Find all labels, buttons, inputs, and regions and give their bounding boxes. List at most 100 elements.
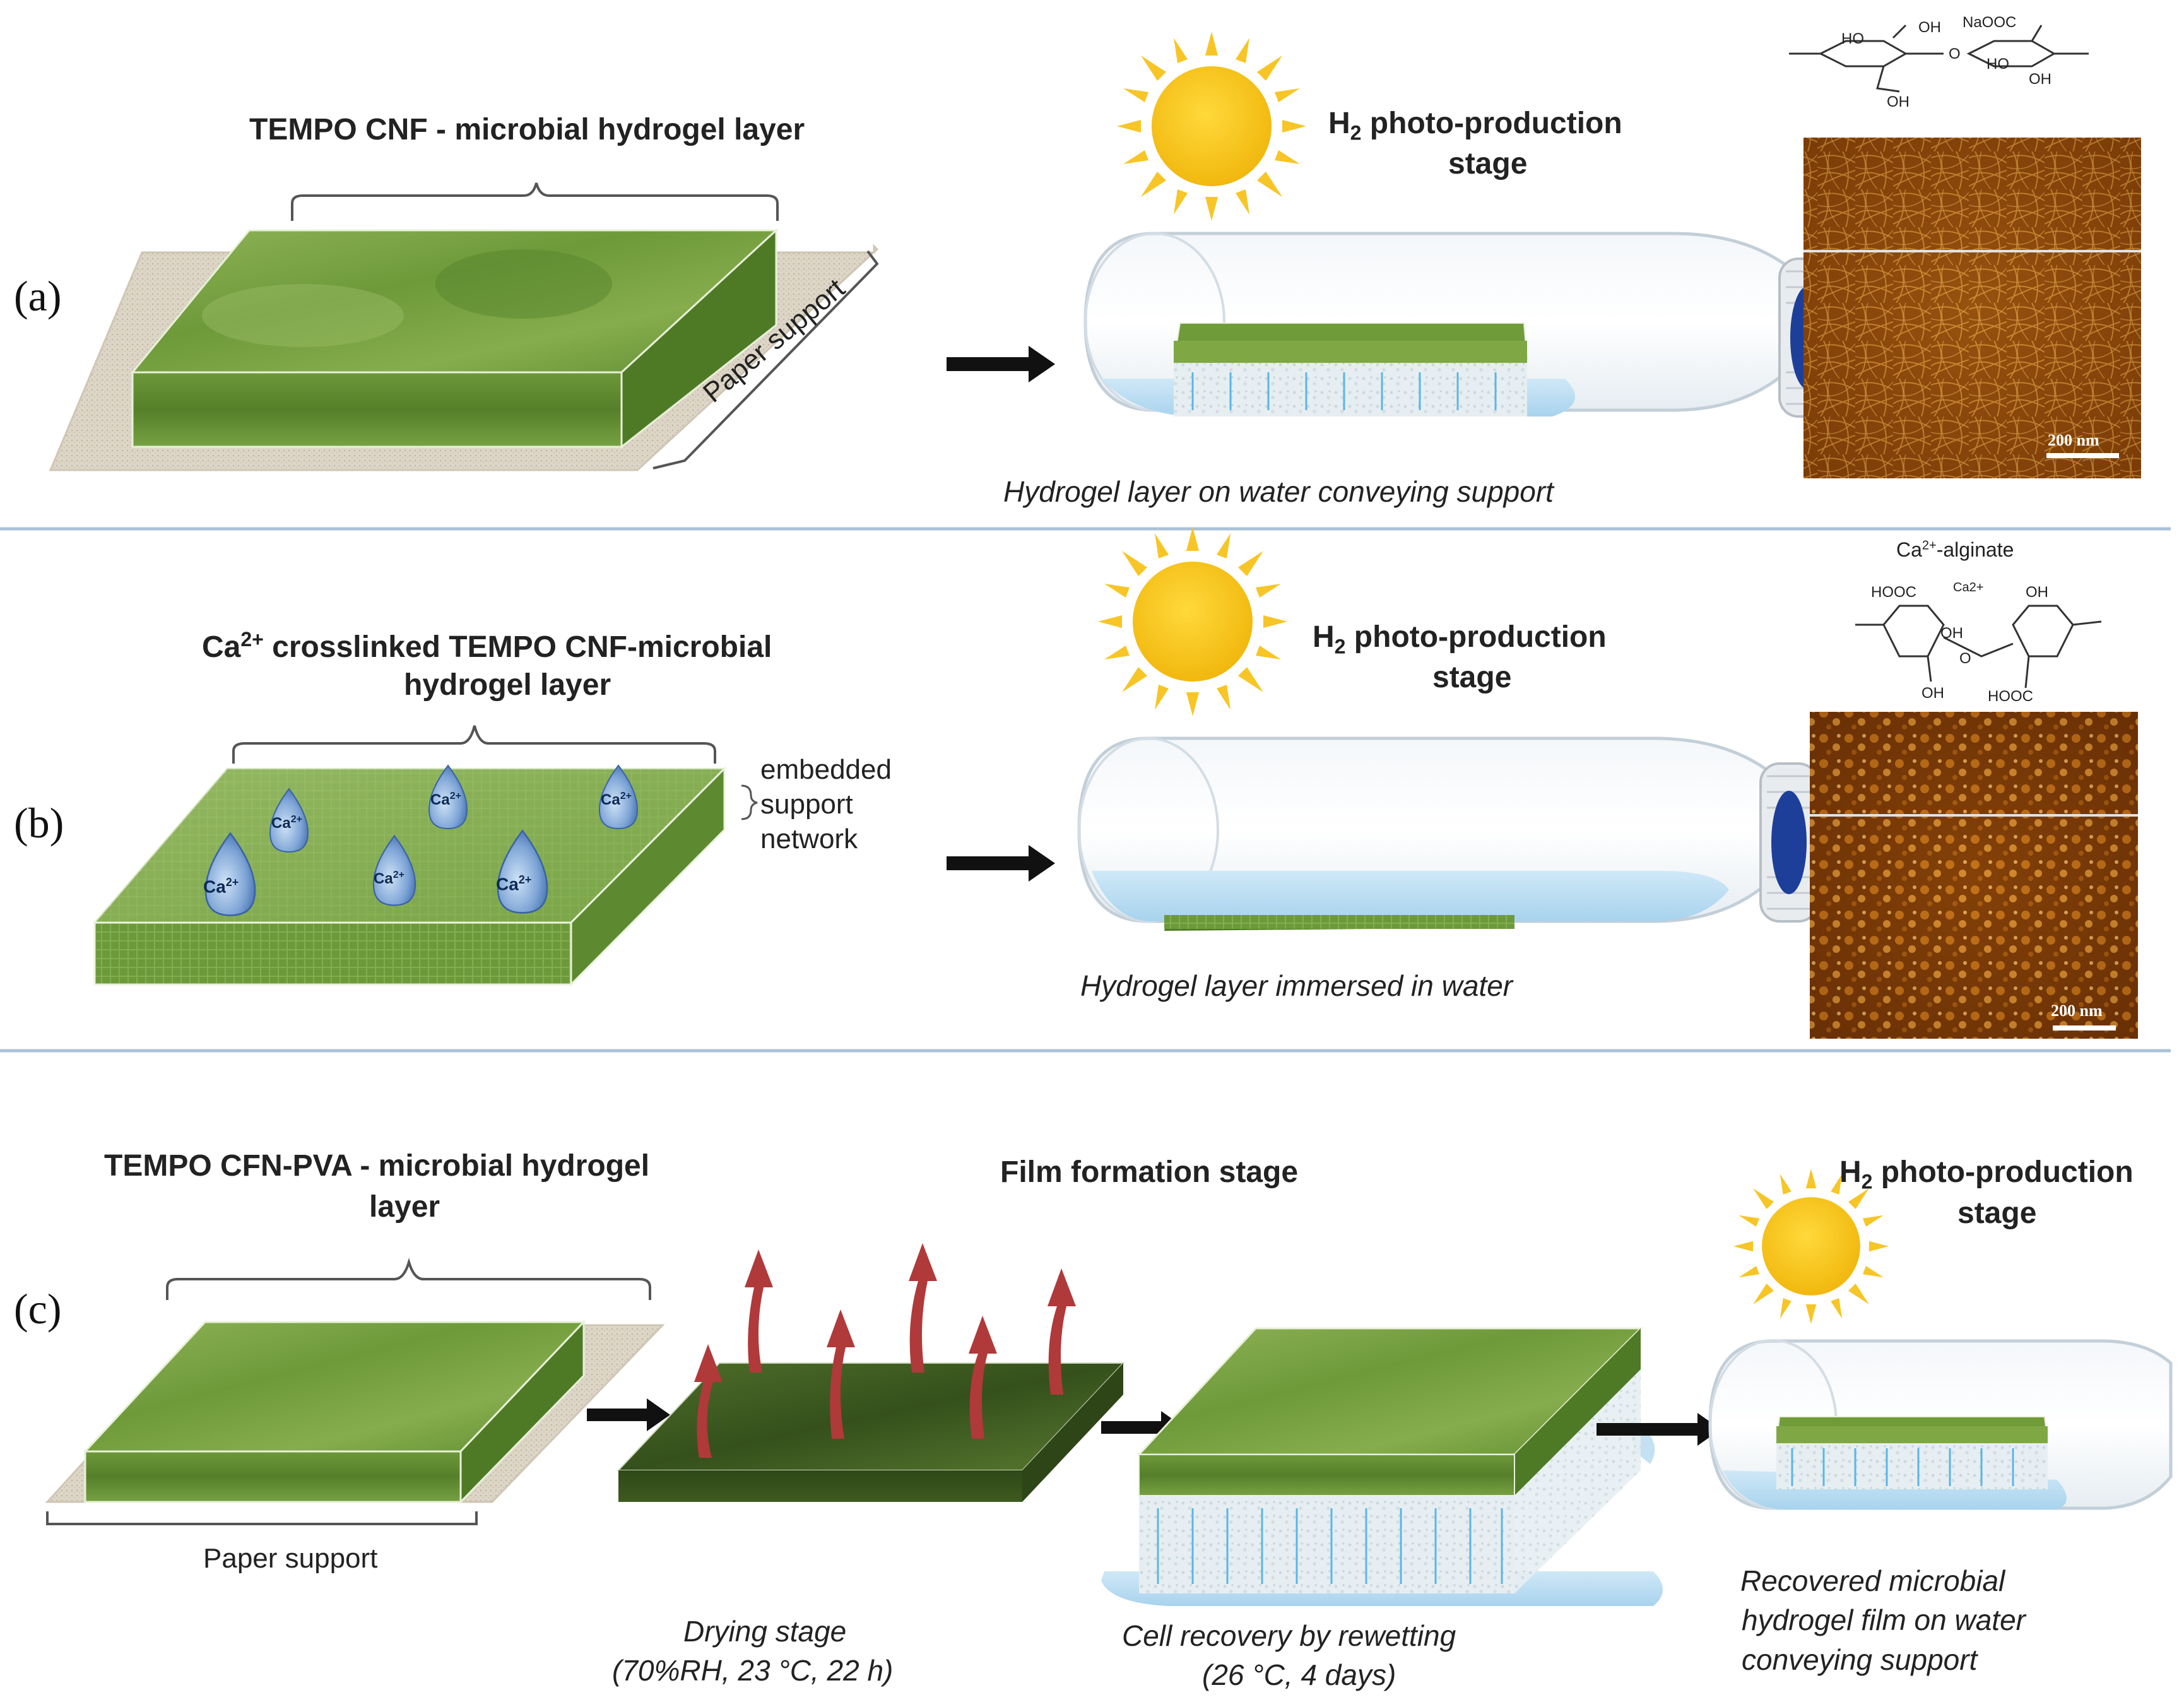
slab-side: [1022, 1363, 1123, 1502]
final-line1: Recovered microbial: [1740, 1564, 2005, 1597]
slab-front: [131, 371, 623, 448]
panel-b-slab: [92, 725, 758, 987]
panel-a-slab: [49, 182, 879, 471]
layer-title-a: TEMPO CNF - microbial hydrogel layer: [249, 113, 805, 146]
drying-line2: (70%RH, 23 °C, 22 h): [612, 1654, 894, 1687]
ion-label: Ca2+: [601, 791, 632, 809]
final-line2: hydrogel film on water: [1742, 1604, 2026, 1636]
cap-insert: [1771, 791, 1807, 894]
ion-sup: 2+: [449, 791, 461, 801]
bottle-icon: [1077, 736, 1819, 931]
chem-label: O: [1959, 650, 1971, 667]
chem-label: HO: [1986, 56, 2009, 73]
support-note-b: support: [760, 789, 853, 820]
chem-label: HOOC: [1871, 584, 1916, 601]
drying-line1: Drying stage: [683, 1615, 847, 1648]
chem-title-b: Ca2+-alginate: [1896, 538, 2014, 562]
stage-title-c-line2: stage: [1957, 1196, 2037, 1230]
drop-icon: [428, 764, 468, 830]
ion-main: Ca: [601, 791, 620, 808]
steam-arrow-icon: [909, 1243, 937, 1373]
chem-label: HO: [1841, 30, 1864, 47]
support-note-b: embedded: [760, 754, 892, 785]
slab-front-green: [1138, 1454, 1515, 1496]
film-title-c: Film formation stage: [1000, 1155, 1299, 1189]
steam-arrow-icon: [745, 1249, 773, 1373]
recovery-line2: (26 °C, 4 days): [1202, 1658, 1396, 1691]
ion-main: Ca: [374, 870, 393, 887]
ion-sup: 2+: [393, 870, 404, 880]
afm-image-b: [1810, 712, 2138, 1039]
chem-label: HOOC: [1988, 688, 2033, 705]
afm-image-a: [1803, 138, 2141, 478]
panel-label-b: (b): [14, 799, 64, 847]
stage-title-c-sub: 2: [1861, 1170, 1873, 1193]
porous-support: [1139, 1496, 1514, 1593]
ion-sup: 2+: [225, 876, 239, 889]
stage-title-c: H2 photo-production: [1839, 1155, 2134, 1194]
support-bracket: [46, 1511, 478, 1525]
stage-title-a-sub: 2: [1350, 121, 1362, 145]
layer-title-b-main: Ca: [202, 630, 241, 664]
stage-title-a-rest: photo-production: [1361, 107, 1622, 140]
chem-label: OH: [1887, 93, 1910, 110]
stage-title-b: H2 photo-production: [1313, 620, 1607, 659]
brace: [232, 725, 716, 764]
drop-icon: [269, 788, 309, 853]
stage-title-b-line2: stage: [1432, 661, 1512, 694]
stage-title-b-main: H: [1313, 620, 1335, 654]
ion-label: Ca2+: [271, 814, 302, 832]
stage-title-b-sub: 2: [1334, 635, 1346, 658]
support-note-b: network: [760, 824, 858, 854]
brace: [291, 182, 779, 221]
drop-icon: [598, 764, 639, 830]
chem-title-b-sup: 2+: [1921, 538, 1937, 553]
molecule-icon: [1789, 24, 2089, 93]
support-bracket: [652, 250, 879, 470]
arrow-right-icon: [587, 1398, 670, 1431]
panel-c-dried-film: [617, 1362, 1125, 1502]
drop-icon: [372, 834, 416, 906]
molecule-icon: [1855, 605, 2102, 688]
drop-icon: [497, 829, 548, 914]
steam-arrow-icon: [694, 1344, 723, 1458]
bottle-icon: [1708, 1339, 2173, 1510]
steam-arrow-icon: [969, 1316, 997, 1439]
layer-title-b-line2: hydrogel layer: [404, 668, 611, 702]
drop-icon: [204, 832, 256, 916]
layer-title-b-line1: Ca2+ crosslinked TEMPO CNF-microbial: [202, 628, 772, 664]
layer-title-b-sup: 2+: [240, 628, 264, 651]
stage-title-c-main: H: [1839, 1155, 1862, 1189]
chem-label: OH: [1940, 625, 1963, 642]
bottle-icon: [1083, 232, 1838, 418]
panel-label-a: (a): [14, 272, 62, 320]
recovery-line1: Cell recovery by rewetting: [1122, 1619, 1456, 1652]
chem-label: O: [1949, 45, 1961, 62]
steam-arrow-icon: [1048, 1268, 1076, 1395]
brace: [166, 1257, 651, 1300]
ion-sup: 2+: [620, 791, 632, 801]
ion-sup: 2+: [518, 873, 532, 886]
stage-title-a: H2 photo-production: [1328, 106, 1622, 145]
layer-title-c-line2: layer: [369, 1190, 440, 1224]
porous-support: [1174, 363, 1527, 416]
ion-label: Ca2+: [374, 870, 404, 888]
layer-title-b-rest: crosslinked TEMPO CNF-microbial: [263, 630, 772, 664]
support-label-c: Paper support: [203, 1543, 378, 1574]
chem-label: NaOOC: [1963, 14, 2017, 31]
ion-label: Ca2+: [430, 791, 461, 809]
water-pool: [1092, 871, 1729, 921]
stage-title-c-rest: photo-production: [1872, 1155, 2134, 1189]
chem-label: OH: [2029, 71, 2051, 88]
caption-a: Hydrogel layer on water conveying suppor…: [1003, 475, 1554, 508]
stage-title-a-main: H: [1328, 107, 1350, 140]
slab-front: [84, 1450, 462, 1503]
chem-label: Ca2+: [1953, 581, 1984, 594]
chem-label: OH: [1918, 19, 1941, 36]
stage-title-a-line2: stage: [1448, 147, 1528, 180]
final-line3: conveying support: [1742, 1643, 1978, 1676]
panel-c-rewetted-slab: [1101, 1327, 1663, 1606]
sun-icon: [1117, 32, 1306, 221]
scale-bar-label-b: 200 nm: [2051, 1001, 2103, 1020]
